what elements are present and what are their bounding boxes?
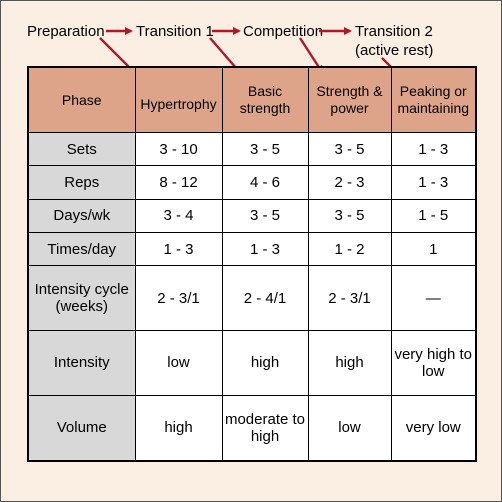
table-cell: low xyxy=(307,394,392,462)
training-table: Phase Hypertrophy Basic strength Strengt… xyxy=(27,66,477,462)
table-cell: 3 - 5 xyxy=(307,198,392,233)
table-cell: 1 - 3 xyxy=(390,131,477,167)
table-cell: high xyxy=(134,394,223,462)
table-row: Times/day 1 - 3 1 - 3 1 - 2 1 xyxy=(27,231,477,267)
row-label: Intensity xyxy=(27,330,136,396)
row-label: Times/day xyxy=(27,231,136,267)
table-cell: very low xyxy=(390,394,477,462)
table-cell: 1 - 3 xyxy=(390,165,477,200)
table-cell: 8 - 12 xyxy=(134,165,223,200)
table-cell: 3 - 4 xyxy=(134,198,223,233)
table-cell: 3 - 5 xyxy=(307,131,392,167)
phase-competition: Competition xyxy=(243,23,324,40)
table-cell: — xyxy=(390,265,477,332)
table-cell: 3 - 10 xyxy=(134,131,223,167)
table-cell: 3 - 5 xyxy=(221,198,309,233)
table-cell: 1 - 2 xyxy=(307,231,392,267)
phase-transition-2-note: (active rest) xyxy=(355,42,434,59)
table-cell: very high to low xyxy=(390,330,477,396)
row-label: Sets xyxy=(27,131,136,167)
table-row: Intensity cycle (weeks) 2 - 3/1 2 - 4/1 … xyxy=(27,265,477,332)
table-row: Volume high moderate to high low very lo… xyxy=(27,394,477,462)
table-row: Sets 3 - 10 3 - 5 3 - 5 1 - 3 xyxy=(27,131,477,167)
table-cell: 2 - 4/1 xyxy=(221,265,309,332)
header-basic-strength: Basic strength xyxy=(221,66,309,133)
table-cell: high xyxy=(307,330,392,396)
table-cell: 1 - 5 xyxy=(390,198,477,233)
row-label: Intensity cycle (weeks) xyxy=(27,265,136,332)
table-cell: 1 - 3 xyxy=(134,231,223,267)
row-label: Days/wk xyxy=(27,198,136,233)
phase-preparation: Preparation xyxy=(27,23,105,40)
table-row: Days/wk 3 - 4 3 - 5 3 - 5 1 - 5 xyxy=(27,198,477,233)
table-cell: low xyxy=(134,330,223,396)
table-cell: 2 - 3 xyxy=(307,165,392,200)
table-row: Reps 8 - 12 4 - 6 2 - 3 1 - 3 xyxy=(27,165,477,200)
header-strength-power: Strength & power xyxy=(307,66,392,133)
row-label: Reps xyxy=(27,165,136,200)
table-cell: 4 - 6 xyxy=(221,165,309,200)
table-cell: 1 - 3 xyxy=(221,231,309,267)
table-cell: high xyxy=(221,330,309,396)
table-cell: 3 - 5 xyxy=(221,131,309,167)
header-phase: Phase xyxy=(27,66,136,133)
header-hypertrophy: Hypertrophy xyxy=(134,66,223,133)
table-row: Intensity low high high very high to low xyxy=(27,330,477,396)
row-label: Volume xyxy=(27,394,136,462)
header-peaking: Peaking or maintaining xyxy=(390,66,477,133)
table-cell: moderate to high xyxy=(221,394,309,462)
table-cell: 2 - 3/1 xyxy=(307,265,392,332)
table-cell: 2 - 3/1 xyxy=(134,265,223,332)
table-cell: 1 xyxy=(390,231,477,267)
table-header-row: Phase Hypertrophy Basic strength Strengt… xyxy=(27,66,477,133)
phase-transition-1: Transition 1 xyxy=(136,23,214,40)
phase-transition-2: Transition 2 xyxy=(355,23,433,40)
